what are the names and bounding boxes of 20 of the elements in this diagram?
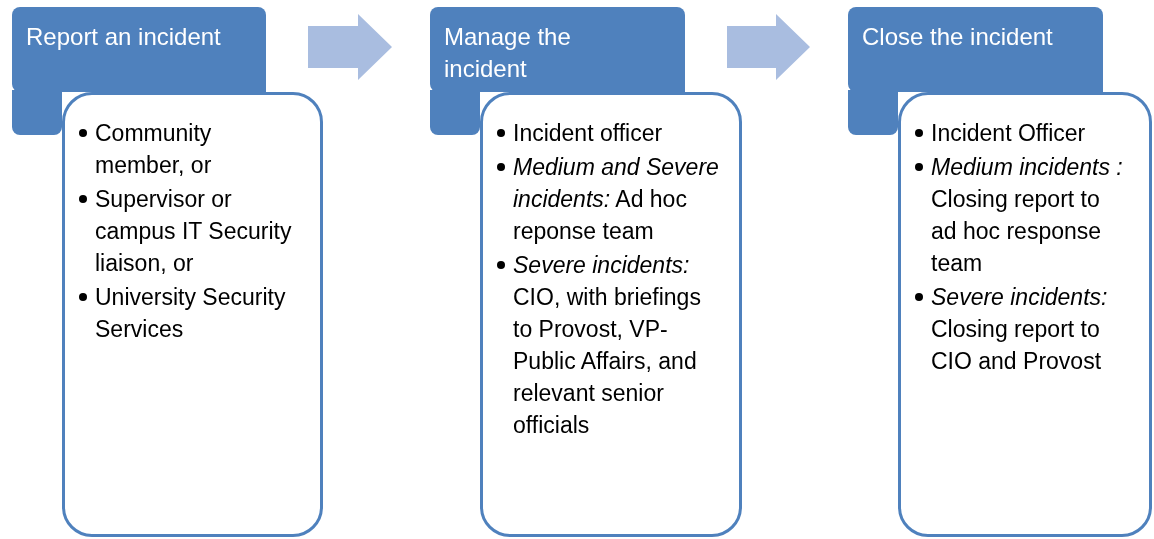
content-panel <box>480 92 742 537</box>
block-arrow <box>308 14 392 80</box>
list-item-text: Severe incidents: CIO, with briefings to Provost, VP-Public Affairs, and relevant senior officials <box>513 251 702 440</box>
step-header-box <box>12 7 266 92</box>
step-title: Report an incident <box>26 22 222 52</box>
content-panel <box>898 92 1152 537</box>
step-title: Close the incident <box>862 22 1054 52</box>
list-item-text: University Security Services <box>95 283 287 344</box>
list-item-text: Incident Officer <box>931 119 1087 148</box>
step-header-box <box>430 7 685 92</box>
content-panel <box>62 92 323 537</box>
step-title: Manage the incident <box>444 22 572 84</box>
step-header-box <box>848 7 1103 92</box>
list-item-text: Medium incidents : Closing report to ad hoc response team <box>931 153 1124 278</box>
list-item-text: Incident officer <box>513 119 664 148</box>
block-arrow <box>727 14 810 80</box>
list-item-text: Supervisor or campus IT Security liaison, or <box>95 185 293 278</box>
list-item-text: Medium and Severe incidents: Ad hoc reponse team <box>513 153 720 246</box>
list-item-text: Severe incidents: Closing report to CIO and Provost <box>931 283 1109 376</box>
list-item-text: Community member, or <box>95 119 213 180</box>
